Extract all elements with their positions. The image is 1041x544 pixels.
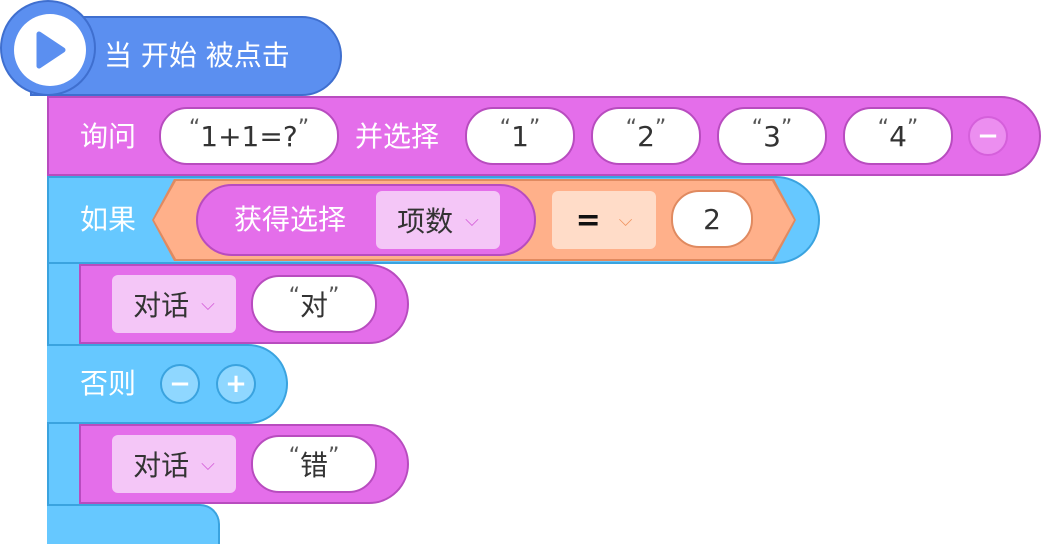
play-icon — [36, 31, 66, 69]
ask-question-input[interactable]: “1+1=?” — [159, 107, 339, 165]
plus-icon: + — [225, 369, 247, 399]
say-text-input-true[interactable]: “对” — [251, 275, 377, 333]
chevron-down-icon: ⌵ — [201, 453, 215, 475]
remove-else-button[interactable]: − — [160, 364, 200, 404]
get-choice-label: 获得选择 — [234, 203, 347, 236]
option-input-1[interactable]: “1” — [465, 107, 575, 165]
minus-icon: − — [977, 121, 999, 151]
choose-label: 并选择 — [355, 120, 440, 153]
hat-block-label: 当 开始 被点击 — [104, 39, 290, 72]
say-mode-dropdown-false[interactable]: 对话 ⌵ — [112, 435, 236, 493]
remove-option-button[interactable]: − — [968, 116, 1008, 156]
option-input-4[interactable]: “4” — [843, 107, 953, 165]
operator-dropdown[interactable]: = ⌵ — [552, 191, 656, 249]
else-label: 否则 — [80, 367, 137, 400]
chevron-down-icon: ⌵ — [465, 209, 479, 231]
ask-label: 询问 — [80, 120, 137, 153]
compare-value-input[interactable]: 2 — [671, 190, 753, 248]
minus-icon: − — [169, 369, 191, 399]
play-button[interactable] — [14, 14, 86, 86]
chevron-down-icon: ⌵ — [201, 293, 215, 315]
chevron-down-icon: ⌵ — [618, 209, 633, 231]
if-label: 如果 — [80, 203, 137, 236]
if-else-block-footer — [47, 504, 220, 544]
say-mode-dropdown-true[interactable]: 对话 ⌵ — [112, 275, 236, 333]
when-start-clicked-block[interactable]: 当 开始 被点击 — [0, 0, 342, 96]
option-input-3[interactable]: “3” — [717, 107, 827, 165]
hat-block-circle — [0, 0, 96, 96]
get-choice-dropdown[interactable]: 项数 ⌵ — [376, 191, 500, 249]
option-input-2[interactable]: “2” — [591, 107, 701, 165]
add-else-if-button[interactable]: + — [216, 364, 256, 404]
say-text-input-false[interactable]: “错” — [251, 435, 377, 493]
